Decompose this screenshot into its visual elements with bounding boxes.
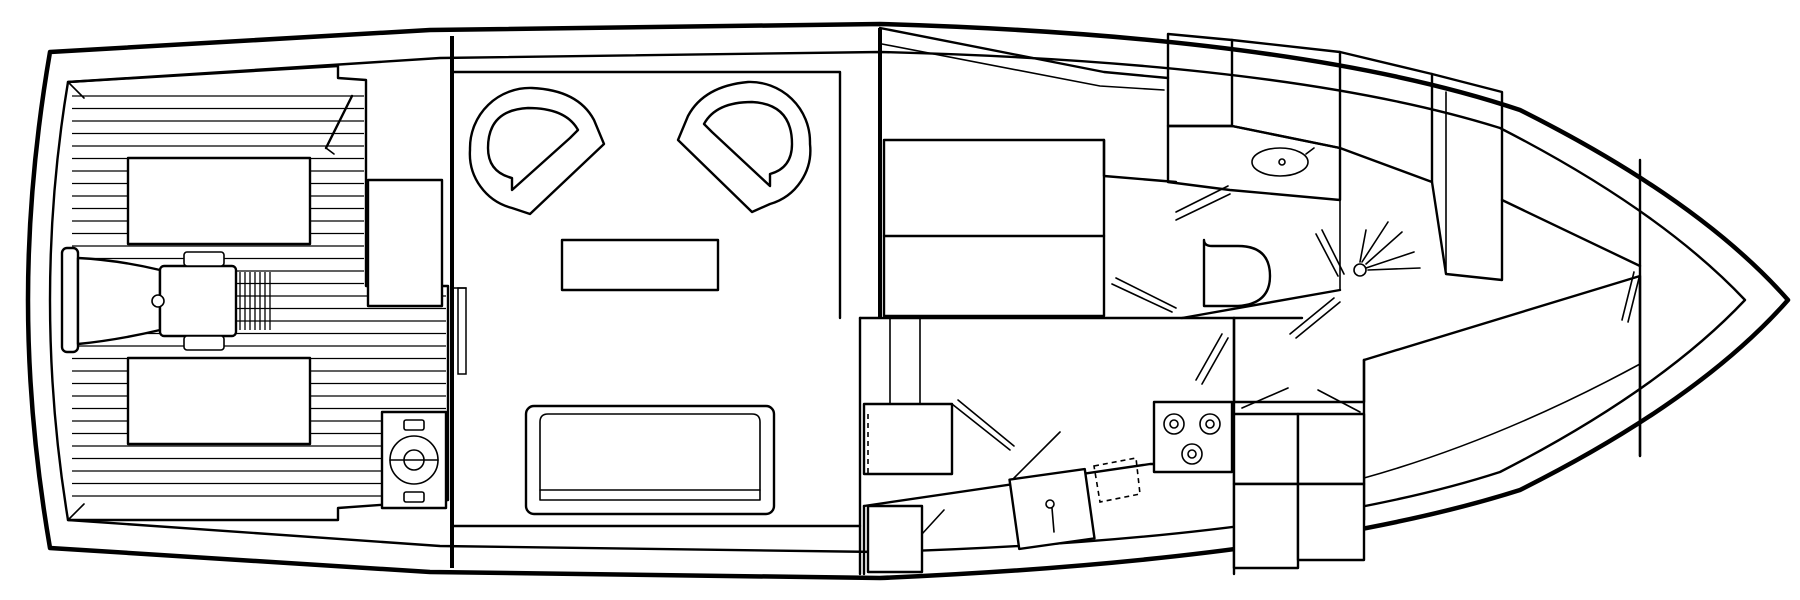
salon-forward-edge xyxy=(450,70,842,320)
vberth-door-edge xyxy=(1621,271,1635,321)
burner xyxy=(1163,413,1185,435)
hull-outline xyxy=(25,21,1791,581)
burner xyxy=(1199,413,1221,435)
cabin-hull-ledge xyxy=(878,26,1170,80)
galley xyxy=(858,316,1366,576)
galley-cutting-board xyxy=(1093,457,1141,503)
galley-passage-door xyxy=(1195,333,1223,381)
cockpit-hatch-lower xyxy=(126,356,312,446)
cockpit-door-leaf xyxy=(324,94,354,150)
vberth-door xyxy=(1627,273,1641,323)
vberth-cushion-line xyxy=(1363,363,1641,479)
cabin-wall-fwd xyxy=(1102,138,1178,184)
galley-passage-door-edge xyxy=(1201,337,1229,385)
forward-cabin xyxy=(878,26,1231,318)
cockpit xyxy=(60,64,450,522)
galley-sink-faucet xyxy=(1051,507,1055,533)
head-shower xyxy=(1339,147,1421,291)
chair-seat-pan xyxy=(76,256,162,346)
fighting-chair xyxy=(60,246,271,354)
shower-drain xyxy=(1353,263,1367,277)
cabin-door-leaf-2 xyxy=(1175,185,1229,213)
locker-aft-lower xyxy=(1232,482,1300,570)
hull-inner xyxy=(48,50,1747,554)
burner-core xyxy=(1169,419,1179,429)
head-locker-3 xyxy=(1338,50,1434,184)
burner xyxy=(1181,443,1203,465)
burner-core xyxy=(1187,449,1197,459)
bin-door-leaf xyxy=(921,509,945,535)
shower-spray xyxy=(1365,231,1403,265)
vberth-upper-edge xyxy=(1500,198,1642,268)
cockpit-corner-bevel xyxy=(67,503,85,521)
galley-locker-frame xyxy=(1232,316,1366,404)
sofa-frame xyxy=(524,404,776,516)
chair-armrest-bottom xyxy=(183,335,225,351)
cabin-door-leaf xyxy=(1111,283,1173,313)
cabin-door-leaf-2-edge xyxy=(1175,193,1231,221)
sofa-back-cushion xyxy=(539,413,761,501)
cabin-door-leaf-edge xyxy=(1115,277,1177,309)
head-locker-4 xyxy=(1430,72,1504,282)
locker-aft-upper xyxy=(1232,412,1300,486)
burner-core xyxy=(1205,419,1215,429)
locker-door-leaf xyxy=(1317,389,1361,413)
sink-faucet xyxy=(1305,147,1315,155)
galley-bin-locker xyxy=(866,504,924,574)
locker-fwd-upper xyxy=(1296,412,1366,486)
cockpit-corner-bevel xyxy=(67,81,85,99)
chair-back-slats xyxy=(239,272,271,330)
locker-fwd-lower xyxy=(1296,482,1366,562)
salon-sofa xyxy=(524,404,776,516)
salon-sliding-door xyxy=(457,287,467,375)
salon xyxy=(450,36,862,568)
locker-door-leaf xyxy=(1241,387,1289,409)
helm-throttle xyxy=(403,419,425,431)
stove-burners xyxy=(1163,413,1221,465)
cabin-double-berth xyxy=(882,138,1106,318)
helm-station xyxy=(380,410,448,510)
salon-coffee-table xyxy=(560,238,720,292)
head-door-leaf-2 xyxy=(1289,297,1335,335)
galley-door-leaf xyxy=(1013,431,1061,479)
cockpit-door-hinge xyxy=(325,147,335,155)
shower-spray xyxy=(1361,221,1389,263)
chair-armrest-top xyxy=(183,251,225,267)
fridge-door-swing xyxy=(867,414,946,475)
head-door-leaf-edge xyxy=(1321,229,1345,275)
hull-outer xyxy=(25,21,1791,581)
chair-back xyxy=(158,264,238,338)
head-compartment xyxy=(1166,32,1504,339)
galley-fridge xyxy=(862,402,954,476)
head-sink xyxy=(1251,147,1309,177)
sink-drain xyxy=(1278,158,1286,166)
head-aft-wall xyxy=(1180,288,1342,320)
head-door-leaf xyxy=(1315,233,1339,277)
fridge-door-leaf xyxy=(951,403,1011,451)
head-vanity xyxy=(1166,124,1342,202)
head-toilet xyxy=(1202,238,1272,308)
shower-spray xyxy=(1367,267,1421,271)
cabin-hull-ledge-inner xyxy=(881,43,1165,91)
shower-spray xyxy=(1365,251,1415,269)
chair-pedestal xyxy=(151,294,165,308)
head-door-leaf-2-edge xyxy=(1295,301,1341,339)
chair-footrest xyxy=(60,246,80,354)
cockpit-bench xyxy=(366,178,444,308)
fridge-door-leaf-edge xyxy=(957,399,1015,447)
cockpit-hatch-upper xyxy=(126,156,312,246)
galley-stove xyxy=(1152,400,1234,474)
salon-chair-port xyxy=(468,86,606,216)
galley-sink-drain xyxy=(1045,499,1055,509)
vberth-lower-edge xyxy=(1362,274,1642,458)
helm-instrument xyxy=(403,491,425,503)
salon-chair-starboard xyxy=(676,80,812,214)
shower-spray xyxy=(1359,229,1367,263)
